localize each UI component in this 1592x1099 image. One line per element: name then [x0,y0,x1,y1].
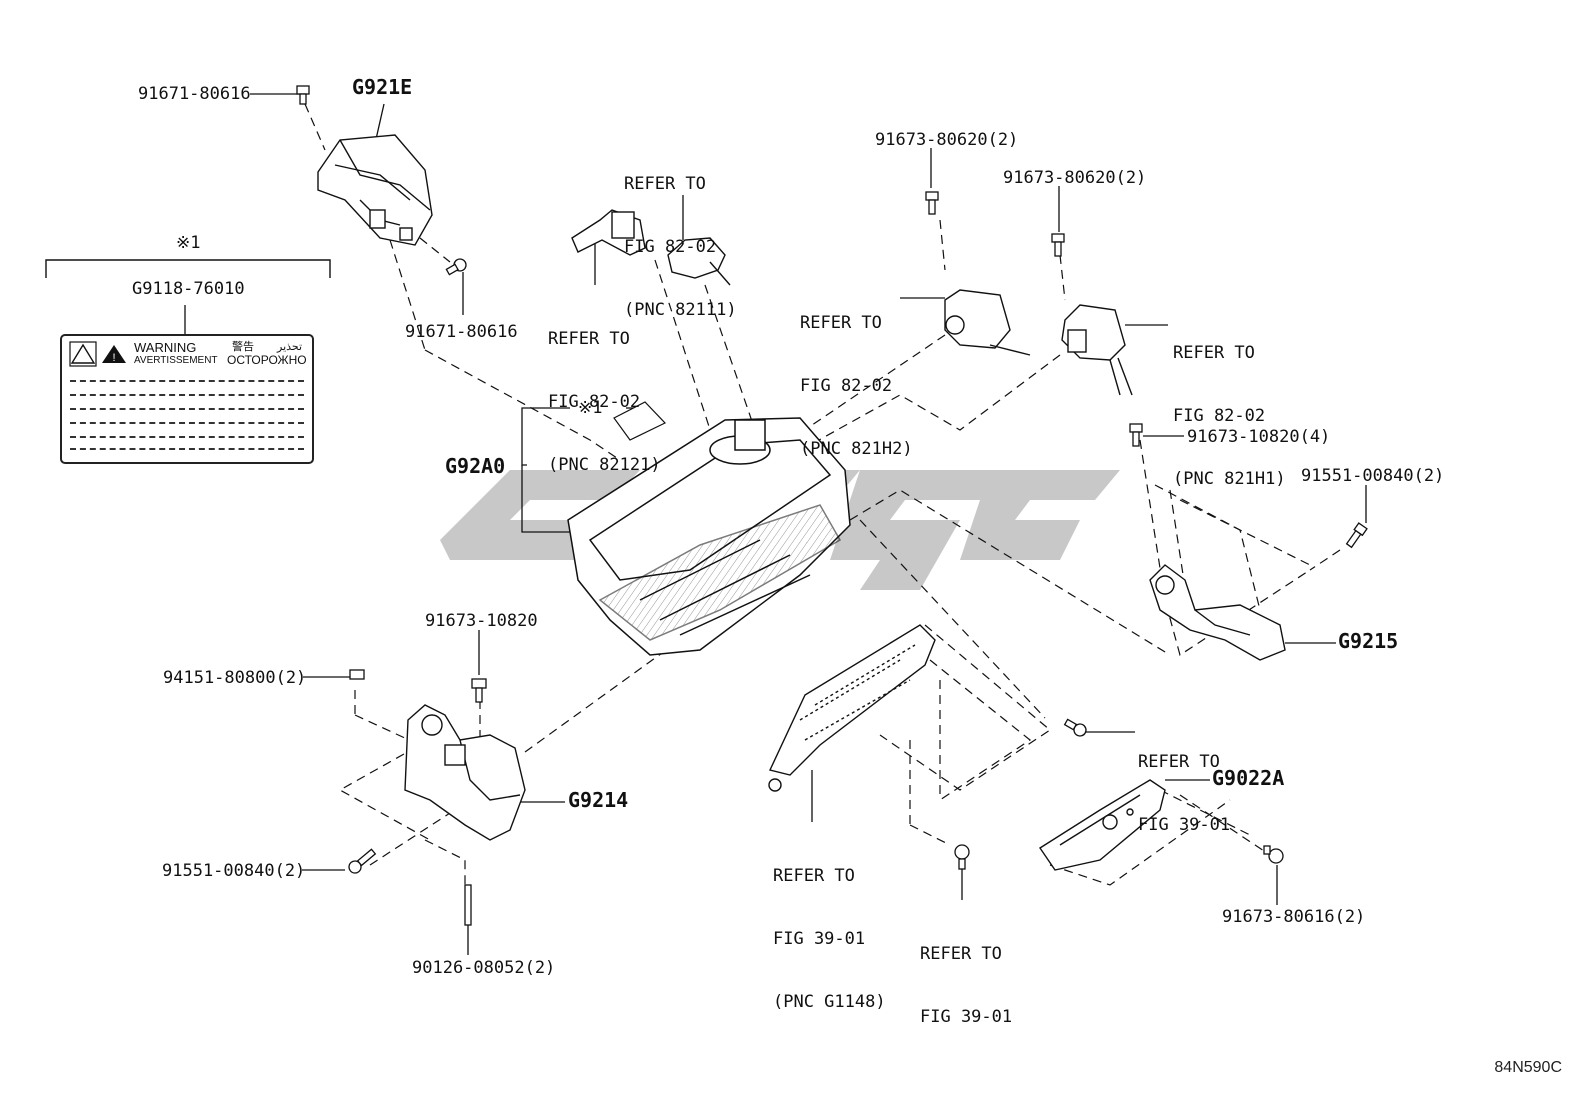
ref-line: REFER TO [1173,343,1255,363]
bracket-g9215 [1149,564,1286,661]
cover-g921e [317,134,433,246]
part-91673-10820-4: 91673-10820(4) [1187,427,1331,447]
sensor-821h2 [944,289,1031,356]
part-91673-80616: 91673-80616(2) [1222,907,1366,927]
ref-line: FIG 82-02 [548,392,641,412]
part-91673-80620-b: 91673-80620(2) [1003,168,1147,188]
warning-line [70,448,304,450]
russian-text: ОСТОРОЖНО [227,353,307,367]
part-g921e: G921E [352,75,413,99]
connector-82121 [571,209,646,256]
avertissement-text: AVERTISSEMENT [134,355,218,366]
ref-line: (PNC 821H1) [1173,469,1286,489]
ref-pnc-821h2: REFER TO FIG 82-02 (PNC 821H2) [800,271,913,481]
ref-line: FIG 82-02 [624,237,717,257]
ref-pnc-821h1: REFER TO FIG 82-02 (PNC 821H1) [1173,301,1286,511]
part-90126-08052: 90126-08052(2) [412,958,556,978]
ref-line: REFER TO [920,944,1002,964]
inverter-g92a0 [567,417,851,656]
warning-label-header: ! WARNING AVERTISSEMENT 警告 ОСТОРОЖНО تحذ… [62,336,312,370]
ref-fig-39-01-right: REFER TO FIG 39-01 [1138,710,1230,857]
ref-line: FIG 82-02 [1173,406,1266,426]
japanese-text: 警告 [232,341,254,353]
ref-line: REFER TO [773,866,855,886]
figure-code: 84N590C [1494,1059,1562,1076]
sensor-821h1 [1061,304,1133,396]
warning-line [70,380,304,382]
ref-fig-39-01-bottom: REFER TO FIG 39-01 [920,902,1012,1049]
ref-line: (PNC G1148) [773,992,886,1012]
part-91671-80616-top: 91671-80616 [138,84,251,104]
warning-text: WARNING [134,340,197,355]
bracket-g9214 [404,704,526,841]
part-g9214: G9214 [568,788,629,812]
warning-triangle-icon: ! [69,341,126,367]
ref-line: FIG 39-01 [920,1007,1013,1027]
ref-line: REFER TO [624,174,706,194]
ref-line: FIG 39-01 [1138,815,1231,835]
part-91673-80620-a: 91673-80620(2) [875,130,1019,150]
note-mark-top: ※1 [176,233,201,253]
label-warning-part-number: G9118-76010 [132,279,245,299]
ref-line: (PNC 82121) [548,455,661,475]
part-91551-00840-right: 91551-00840(2) [1301,466,1445,486]
part-94151-80800: 94151-80800(2) [163,668,307,688]
warning-line [70,394,304,396]
part-g9022a: G9022A [1212,766,1285,790]
ref-pnc-82111: REFER TO FIG 82-02 (PNC 82111) [624,132,737,342]
warning-line [70,436,304,438]
warning-line [70,408,304,410]
ref-line: REFER TO [1138,752,1220,772]
ref-line: (PNC 82111) [624,300,737,320]
note-mark-center: ※1 [578,398,603,418]
part-g9215: G9215 [1338,629,1399,653]
warning-label: ! WARNING AVERTISSEMENT 警告 ОСТОРОЖНО تحذ… [60,334,314,464]
part-91671-80616-mid: 91671-80616 [405,322,518,342]
ref-line: REFER TO [548,329,630,349]
bolt-icons [296,85,1368,926]
warning-line [70,422,304,424]
part-91673-10820: 91673-10820 [425,611,538,631]
ref-line: (PNC 821H2) [800,439,913,459]
ref-line: FIG 82-02 [800,376,893,396]
part-g92a0: G92A0 [445,454,506,478]
dashed-lines [304,103,1341,890]
svg-text:!: ! [112,352,115,364]
connector-82111 [667,237,731,286]
note-bracket [45,259,331,278]
ref-line: FIG 39-01 [773,929,866,949]
ref-pnc-82121: REFER TO FIG 82-02 (PNC 82121) [548,287,661,497]
cover-g9022a [1039,779,1166,871]
ref-line: REFER TO [800,313,882,333]
sticker-placeholder [613,401,667,441]
ref-pnc-g1148: REFER TO FIG 39-01 (PNC G1148) [773,824,886,1034]
board-g1148 [768,624,936,792]
arabic-text: تحذير [277,341,303,353]
part-91551-00840-left: 91551-00840(2) [162,861,306,881]
